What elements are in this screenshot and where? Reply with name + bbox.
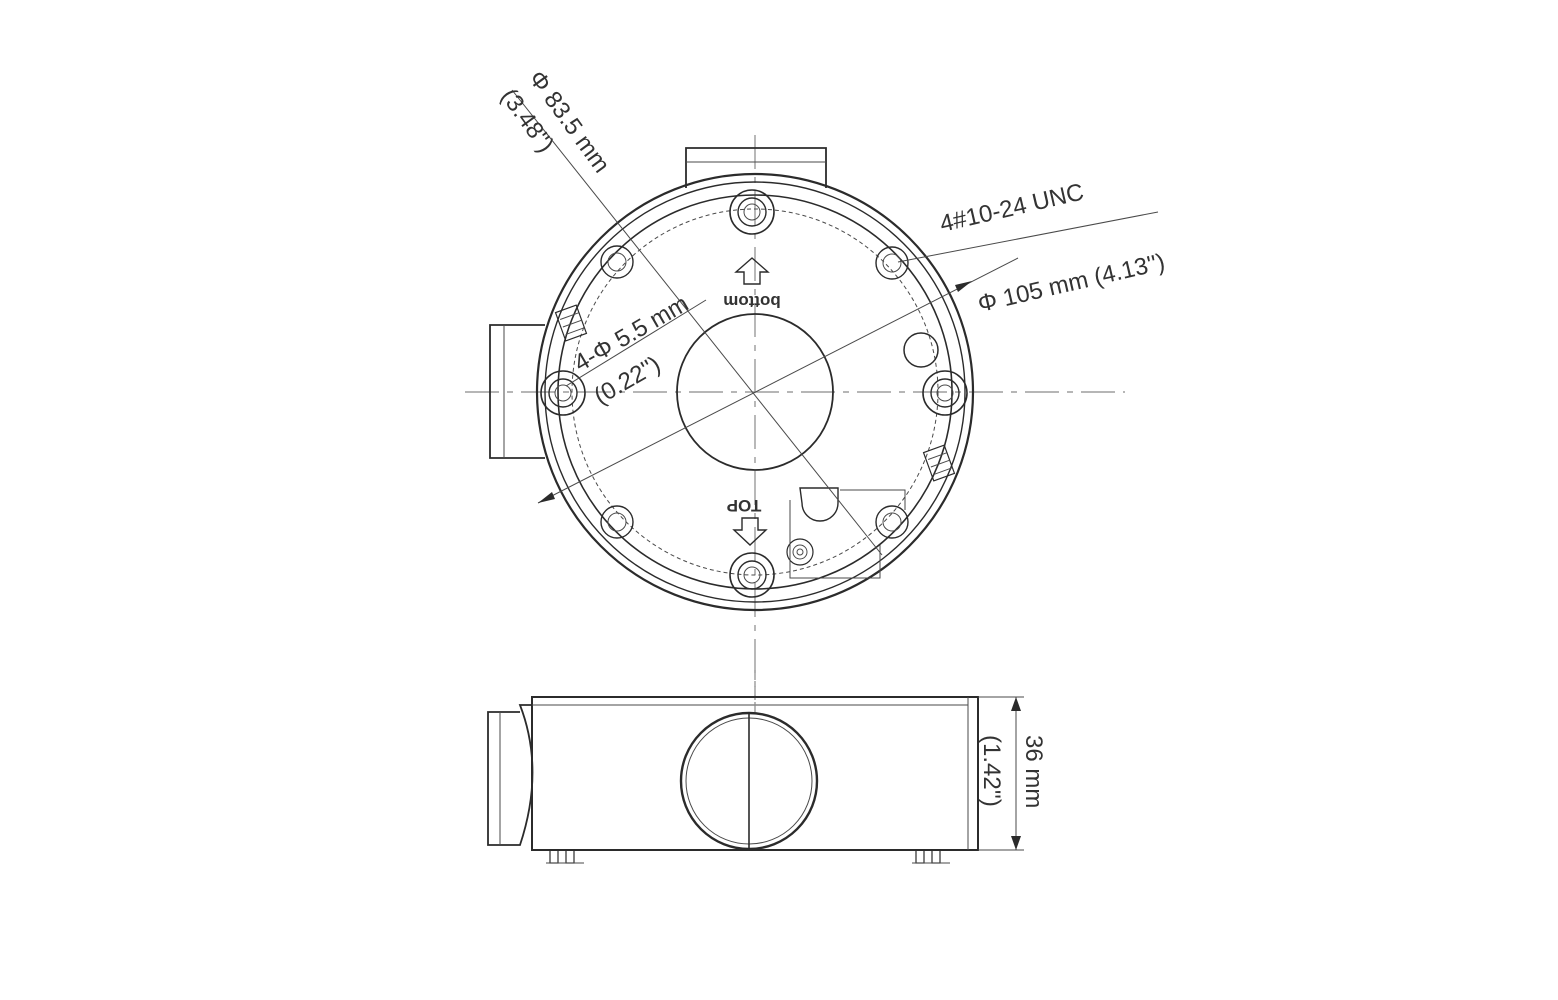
mounting-bosses bbox=[540, 189, 968, 598]
mount-hole-top bbox=[729, 189, 775, 235]
top-view: bottom TOP Φ 83.5 mm (3.48'') 4#10-24 UN… bbox=[465, 66, 1168, 700]
thread-leader-line bbox=[897, 211, 1159, 263]
outer-diameter-label: Φ 105 mm (4.13'') bbox=[975, 249, 1167, 318]
clip-right bbox=[922, 444, 956, 482]
keyhole-slot bbox=[799, 487, 839, 522]
height-in-label: (1.42'') bbox=[978, 735, 1005, 807]
height-arrow-top bbox=[1011, 697, 1021, 711]
bolt-circle bbox=[571, 208, 939, 576]
ground-screw-icon bbox=[786, 538, 814, 566]
thread-hole-upper-left bbox=[600, 245, 634, 279]
top-marking: TOP bbox=[727, 496, 762, 515]
bottom-marking: bottom bbox=[723, 292, 781, 311]
thread-spec-label: 4#10-24 UNC bbox=[937, 179, 1086, 238]
hole-leader-line bbox=[565, 299, 707, 387]
thread-hole-lower-left bbox=[600, 505, 634, 539]
down-arrow-icon bbox=[732, 517, 768, 546]
small-vent-hole bbox=[903, 332, 939, 368]
outer-rim-inner bbox=[544, 181, 966, 603]
central-cable-hole bbox=[676, 313, 834, 471]
mount-hole-bottom bbox=[729, 552, 775, 598]
thread-hole-upper-right bbox=[875, 246, 909, 280]
thread-hole-lower-right bbox=[875, 505, 909, 539]
up-arrow-icon bbox=[734, 257, 770, 285]
left-conduit-boss bbox=[489, 324, 545, 459]
side-left-conduit bbox=[487, 704, 534, 846]
screw-right bbox=[912, 849, 950, 864]
screw-left bbox=[546, 849, 584, 864]
height-arrow-bottom bbox=[1011, 836, 1021, 850]
mount-hole-right bbox=[922, 370, 968, 416]
height-mm-label: 36 mm bbox=[1020, 735, 1047, 808]
clip-left bbox=[554, 304, 588, 342]
threaded-holes bbox=[600, 245, 909, 539]
tab-outline bbox=[789, 489, 906, 579]
outer-body-edge bbox=[535, 172, 975, 612]
side-body bbox=[531, 696, 979, 851]
mount-hole-left bbox=[540, 370, 586, 416]
outer-diameter-arrow-right bbox=[955, 281, 972, 292]
top-conduit-boss bbox=[685, 147, 827, 188]
outer-diameter-arrow-left bbox=[538, 492, 555, 503]
outer-diameter-dimension-line bbox=[537, 257, 1019, 504]
inner-diameter-dimension-line bbox=[511, 89, 883, 556]
side-view: 36 mm (1.42'') bbox=[487, 670, 1047, 864]
